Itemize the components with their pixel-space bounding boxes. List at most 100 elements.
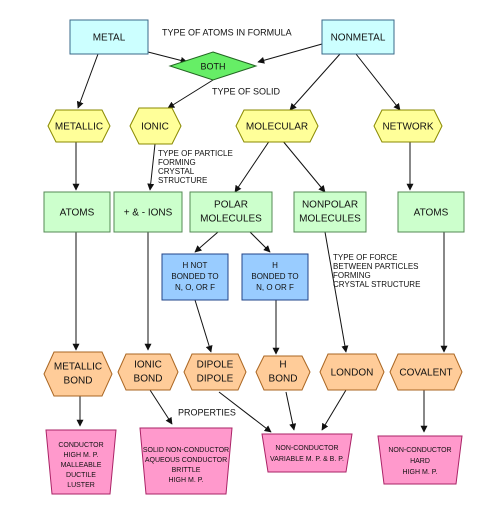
svg-text:HIGH M. P.: HIGH M. P. xyxy=(64,452,99,459)
annotations: TYPE OF ATOMS IN FORMULA TYPE OF SOLID T… xyxy=(158,27,420,417)
edge-polar-hnot xyxy=(194,231,219,253)
node-atoms-right: ATOMS xyxy=(397,191,465,233)
edge-metal-both xyxy=(147,51,188,64)
svg-text:VARIABLE M. P. & B. P.: VARIABLE M. P. & B. P. xyxy=(270,456,344,463)
edge-both-ionic xyxy=(167,79,214,109)
svg-text:MALLEABLE: MALLEABLE xyxy=(61,462,102,469)
node-nonpolar-molecules: NONPOLAR MOLECULES xyxy=(293,191,367,233)
edge-hbond-prop xyxy=(285,391,297,431)
edge-polar-hbonded xyxy=(249,231,271,253)
node-molecular: MOLECULAR xyxy=(235,109,319,143)
edge-molecular-polar xyxy=(234,139,271,193)
node-metallic: METALLIC xyxy=(47,109,111,143)
edge-nonmetal-both xyxy=(257,43,323,64)
edge-metal-metallic xyxy=(76,53,99,109)
node-metal: METAL xyxy=(69,19,149,55)
svg-text:LONDON: LONDON xyxy=(331,368,374,379)
svg-text:BOND: BOND xyxy=(269,374,298,385)
svg-text:SOLID NON-CONDUCTOR: SOLID NON-CONDUCTOR xyxy=(143,447,229,454)
svg-text:MOLECULES: MOLECULES xyxy=(299,214,361,225)
node-prop-network: NON-CONDUCTOR HARD HIGH M. P. xyxy=(377,435,463,485)
node-prop-molecular: NON-CONDUCTOR VARIABLE M. P. & B. P. xyxy=(261,433,353,473)
svg-text:AQUEOUS CONDUCTOR: AQUEOUS CONDUCTOR xyxy=(145,457,227,464)
svg-text:IONIC: IONIC xyxy=(141,122,169,133)
label-type-of-particle-line2: FORMING xyxy=(158,158,196,167)
edge-london-prop xyxy=(321,389,347,431)
node-metallic-bond: METALLIC BOND xyxy=(43,351,113,397)
node-prop-metallic: CONDUCTOR HIGH M. P. MALLEABLE DUCTILE L… xyxy=(45,429,117,495)
label-type-of-particle-line4: STRUCTURE xyxy=(158,176,207,185)
label-type-of-atoms: TYPE OF ATOMS IN FORMULA xyxy=(162,27,292,37)
svg-text:IONIC: IONIC xyxy=(134,360,162,371)
label-type-of-solid: TYPE OF SOLID xyxy=(212,86,281,96)
svg-text:BONDED TO: BONDED TO xyxy=(171,272,218,281)
edge-nonmetal-molecular xyxy=(289,53,341,111)
node-network: NETWORK xyxy=(373,109,443,143)
label-type-of-force-line2: BETWEEN PARTICLES xyxy=(333,262,419,271)
edge-hnot-dipole xyxy=(194,299,213,353)
edge-dipole-prop xyxy=(218,391,272,433)
svg-text:NON-CONDUCTOR: NON-CONDUCTOR xyxy=(388,447,451,454)
node-covalent: COVALENT xyxy=(389,353,463,391)
svg-text:DIPOLE: DIPOLE xyxy=(197,374,234,385)
node-prop-ionic: SOLID NON-CONDUCTOR AQUEOUS CONDUCTOR BR… xyxy=(139,427,233,495)
node-both: BOTH xyxy=(168,51,258,81)
svg-text:NONMETAL: NONMETAL xyxy=(331,33,386,44)
svg-text:N, O OR F: N, O OR F xyxy=(256,283,294,292)
svg-text:NETWORK: NETWORK xyxy=(382,122,433,133)
svg-text:+ & - IONS: + & - IONS xyxy=(124,208,173,219)
node-ionic-bond: IONIC BOND xyxy=(117,353,179,391)
label-type-of-force-line3: FORMING xyxy=(333,271,371,280)
edge-ionic-ions xyxy=(147,143,156,191)
node-dipole-dipole: DIPOLE DIPOLE xyxy=(183,353,247,391)
svg-text:NON-CONDUCTOR: NON-CONDUCTOR xyxy=(275,445,338,452)
edges xyxy=(72,43,448,433)
label-properties: PROPERTIES xyxy=(178,407,236,417)
edge-ionicbond-prop xyxy=(149,389,173,425)
svg-text:HIGH M. P.: HIGH M. P. xyxy=(403,469,438,476)
svg-text:MOLECULAR: MOLECULAR xyxy=(246,122,308,133)
svg-text:ATOMS: ATOMS xyxy=(60,208,95,219)
svg-text:MOLECULES: MOLECULES xyxy=(200,214,262,225)
label-type-of-particle-line3: CRYSTAL xyxy=(158,167,195,176)
label-type-of-force-line4: CRYSTAL STRUCTURE xyxy=(333,280,420,289)
svg-text:BONDED TO: BONDED TO xyxy=(251,272,298,281)
svg-text:BRITTLE: BRITTLE xyxy=(172,467,201,474)
svg-text:CONDUCTOR: CONDUCTOR xyxy=(58,442,103,449)
svg-text:LUSTER: LUSTER xyxy=(67,482,95,489)
svg-text:METALLIC: METALLIC xyxy=(54,362,102,373)
label-type-of-particle-line1: TYPE OF PARTICLE xyxy=(158,149,233,158)
node-h-bonded: H BONDED TO N, O OR F xyxy=(241,253,309,301)
node-london: LONDON xyxy=(319,353,385,391)
svg-text:BOTH: BOTH xyxy=(200,61,225,71)
svg-text:H: H xyxy=(272,261,278,270)
node-ionic: IONIC xyxy=(129,107,182,145)
label-type-of-force-line1: TYPE OF FORCE xyxy=(333,253,397,262)
svg-text:BOND: BOND xyxy=(64,376,93,387)
svg-text:N, O, OR F: N, O, OR F xyxy=(175,283,215,292)
svg-text:H NOT: H NOT xyxy=(183,261,208,270)
svg-text:DIPOLE: DIPOLE xyxy=(197,360,234,371)
svg-text:NONPOLAR: NONPOLAR xyxy=(302,200,358,211)
svg-text:COVALENT: COVALENT xyxy=(399,368,452,379)
node-ions: + & - IONS xyxy=(113,191,183,233)
svg-text:ATOMS: ATOMS xyxy=(414,208,449,219)
svg-text:HIGH M. P.: HIGH M. P. xyxy=(169,477,204,484)
svg-text:POLAR: POLAR xyxy=(214,200,248,211)
node-atoms-left: ATOMS xyxy=(43,191,111,233)
node-nonmetal: NONMETAL xyxy=(321,19,395,55)
edge-molecular-nonpolar xyxy=(281,139,326,193)
svg-text:BOND: BOND xyxy=(134,374,163,385)
node-h-not-bonded: H NOT BONDED TO N, O, OR F xyxy=(161,253,229,301)
svg-text:METAL: METAL xyxy=(93,33,126,44)
node-h-bond: H BOND xyxy=(255,355,311,391)
edge-nonmetal-network xyxy=(355,53,401,111)
svg-text:METALLIC: METALLIC xyxy=(55,122,103,133)
svg-text:DUCTILE: DUCTILE xyxy=(66,472,96,479)
svg-text:H: H xyxy=(279,360,286,371)
svg-text:HARD: HARD xyxy=(410,458,430,465)
edge-nonpolar-london xyxy=(324,231,349,353)
node-polar-molecules: POLAR MOLECULES xyxy=(189,191,273,233)
